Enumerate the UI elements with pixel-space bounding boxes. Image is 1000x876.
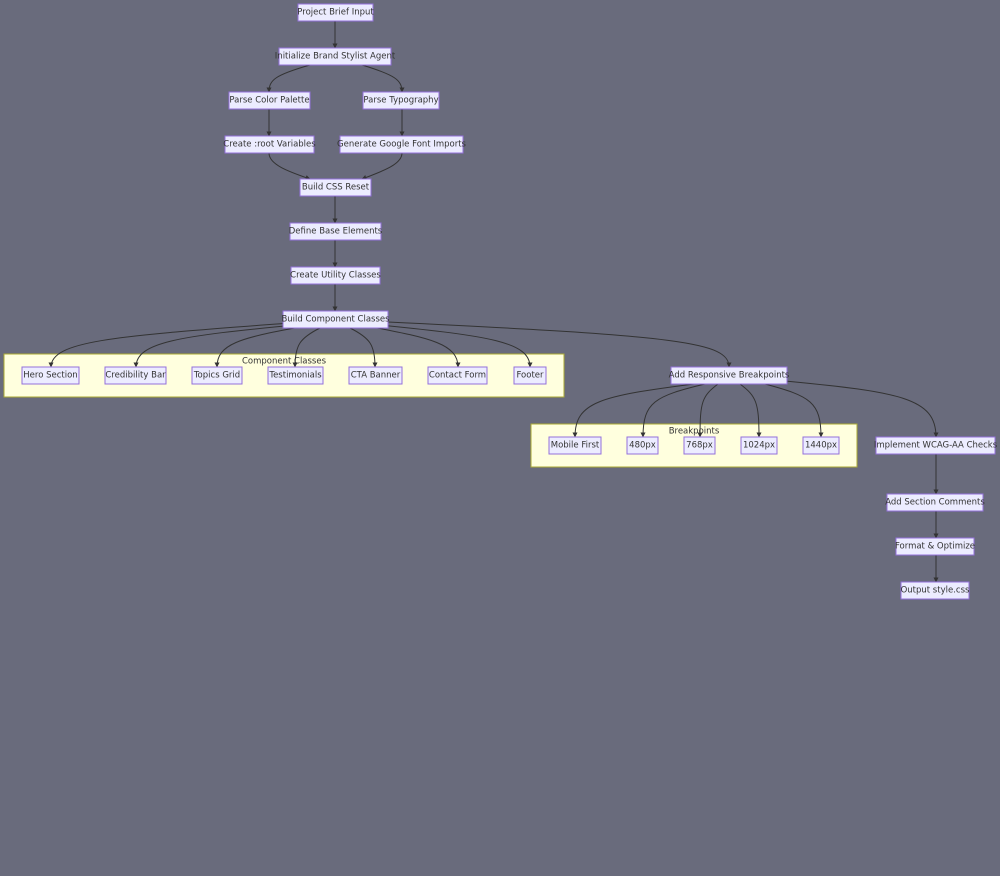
node-hero-section[interactable]: Hero Section (21, 366, 80, 385)
cluster-component-classes-label: Component Classes (242, 357, 327, 367)
node-contact-form[interactable]: Contact Form (427, 366, 488, 385)
node-label: Mobile First (551, 441, 600, 451)
node-label: Add Section Comments (885, 498, 985, 508)
node-build-css-reset[interactable]: Build CSS Reset (299, 178, 372, 197)
node-label: Hero Section (23, 371, 77, 381)
node-label: Build CSS Reset (302, 183, 370, 193)
node-bp-768[interactable]: 768px (683, 436, 716, 455)
node-format-optimize[interactable]: Format & Optimize (895, 537, 975, 556)
edge-components-to-testimonials (292, 327, 321, 368)
node-label: 768px (686, 441, 713, 451)
edge-components-to-hero (48, 322, 291, 368)
node-topics-grid[interactable]: Topics Grid (191, 366, 243, 385)
node-implement-wcag[interactable]: Implement WCAG-AA Checks (874, 436, 998, 455)
node-testimonials[interactable]: Testimonials (267, 366, 324, 385)
node-project-brief-input[interactable]: Project Brief Input (297, 3, 374, 22)
node-define-base-elements[interactable]: Define Base Elements (289, 222, 383, 241)
edge-root-to-reset (268, 152, 311, 180)
node-output-style-css[interactable]: Output style.css (900, 581, 970, 600)
node-bp-1024[interactable]: 1024px (740, 436, 778, 455)
node-label: Create Utility Classes (290, 271, 381, 281)
node-label: Create :root Variables (223, 140, 316, 150)
node-label: CTA Banner (351, 371, 401, 381)
nodes: Project Brief Input Initialize Brand Sty… (21, 3, 998, 600)
node-label: Add Responsive Breakpoints (669, 371, 790, 381)
node-label: Generate Google Font Imports (337, 140, 466, 150)
edge-responsive-to-768 (697, 383, 719, 438)
node-create-root-variables[interactable]: Create :root Variables (223, 135, 316, 154)
node-parse-typography[interactable]: Parse Typography (362, 91, 440, 110)
node-label: Implement WCAG-AA Checks (874, 441, 998, 451)
node-label: Footer (516, 371, 544, 381)
edge-responsive-to-mobile (572, 383, 695, 438)
edge-components-to-footer (379, 324, 533, 368)
node-cta-banner[interactable]: CTA Banner (348, 366, 403, 385)
node-build-component-classes[interactable]: Build Component Classes (281, 310, 390, 329)
node-generate-font-imports[interactable]: Generate Google Font Imports (337, 135, 467, 154)
node-label: Output style.css (901, 586, 970, 596)
node-footer[interactable]: Footer (513, 366, 547, 385)
node-label: 1024px (743, 441, 775, 451)
node-credibility-bar[interactable]: Credibility Bar (104, 366, 167, 385)
edge-init-to-typography (361, 64, 405, 93)
node-label: Credibility Bar (105, 371, 166, 381)
edge-responsive-to-1440 (764, 383, 824, 438)
node-label: Format & Optimize (895, 542, 975, 552)
edge-init-to-color (266, 64, 311, 93)
node-bp-1440[interactable]: 1440px (802, 436, 840, 455)
node-add-section-comments[interactable]: Add Section Comments (885, 493, 985, 512)
edge-responsive-to-480 (640, 383, 706, 438)
node-label: Testimonials (268, 371, 322, 381)
node-parse-color-palette[interactable]: Parse Color Palette (228, 91, 311, 110)
node-initialize-agent[interactable]: Initialize Brand Stylist Agent (275, 47, 396, 66)
edge-components-to-topics (214, 326, 301, 368)
edge-components-to-credibility (133, 324, 296, 368)
node-create-utility-classes[interactable]: Create Utility Classes (290, 266, 381, 285)
node-label: Topics Grid (193, 371, 240, 381)
node-label: Parse Color Palette (229, 96, 309, 106)
node-mobile-first[interactable]: Mobile First (548, 436, 602, 455)
edges (48, 21, 939, 583)
edge-components-to-contact (371, 326, 461, 368)
node-label: Contact Form (429, 371, 486, 381)
node-label: Initialize Brand Stylist Agent (275, 52, 396, 62)
node-label: Define Base Elements (289, 227, 383, 237)
cluster-breakpoints-label: Breakpoints (669, 427, 720, 437)
node-label: Build Component Classes (281, 315, 390, 325)
edge-responsive-to-1024 (739, 383, 762, 438)
edge-components-to-cta (349, 327, 378, 368)
edge-components-to-responsive (387, 321, 732, 368)
node-label: Parse Typography (363, 96, 438, 106)
edge-fonts-to-reset (361, 152, 403, 180)
node-bp-480[interactable]: 480px (626, 436, 659, 455)
node-add-responsive-breakpoints[interactable]: Add Responsive Breakpoints (669, 366, 790, 385)
edge-responsive-to-wcag (784, 380, 939, 438)
node-label: Project Brief Input (297, 8, 374, 18)
node-label: 480px (629, 441, 656, 451)
node-label: 1440px (805, 441, 837, 451)
